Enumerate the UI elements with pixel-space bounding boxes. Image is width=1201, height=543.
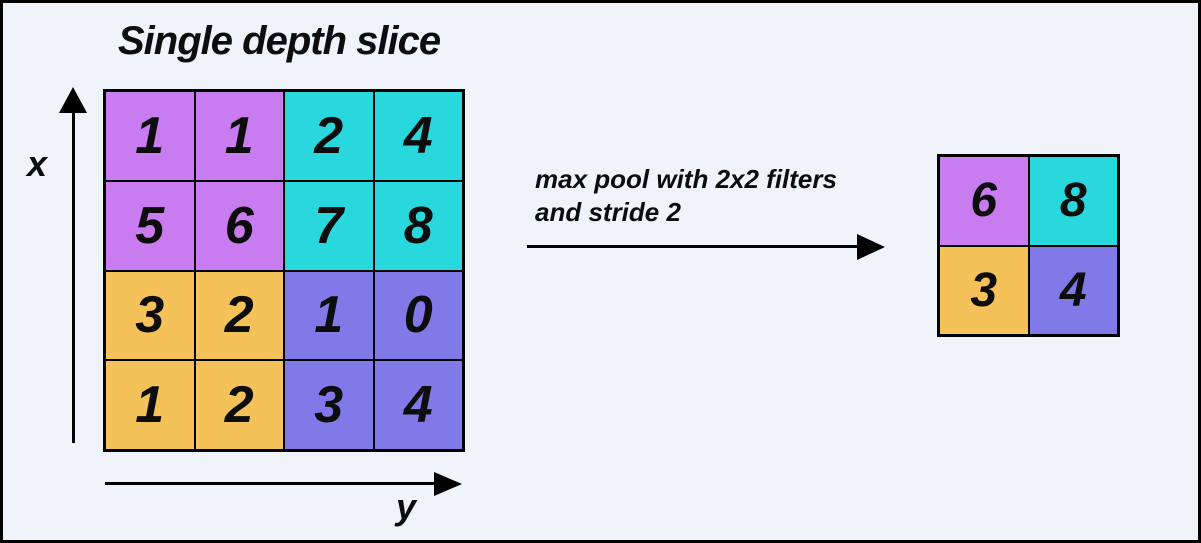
input-grid-cell: 2: [284, 91, 374, 181]
input-grid-cell: 6: [194, 180, 284, 271]
maxpool-arrow-line: [527, 245, 860, 248]
operation-label-line1: max pool with 2x2 filters: [535, 164, 837, 194]
output-grid-cell: 4: [1028, 245, 1118, 335]
input-grid-cell: 2: [194, 360, 284, 450]
input-grid-cell: 3: [284, 360, 374, 450]
x-axis-line: [72, 111, 75, 443]
input-grid-cell: 0: [373, 270, 463, 361]
output-grid-cell: 3: [939, 245, 1029, 335]
input-grid-cell: 1: [194, 91, 284, 181]
input-grid-cell: 7: [284, 180, 374, 271]
y-axis-arrowhead-icon: [434, 472, 462, 496]
input-grid-cell: 1: [105, 360, 195, 450]
input-grid-cell: 2: [194, 270, 284, 361]
diagram-title: Single depth slice: [118, 19, 441, 63]
output-grid: 6 8 3 4: [937, 154, 1120, 337]
input-grid-cell: 1: [284, 270, 374, 361]
input-grid-cell: 8: [373, 180, 463, 271]
y-axis-label: y: [396, 486, 417, 527]
maxpool-arrowhead-icon: [857, 234, 885, 260]
input-grid-cell: 4: [373, 360, 463, 450]
output-grid-cell: 8: [1028, 156, 1118, 246]
output-grid-cell: 6: [939, 156, 1029, 246]
x-axis-label: x: [27, 143, 48, 184]
x-axis-arrowhead-icon: [59, 87, 87, 113]
operation-label: max pool with 2x2 filters and stride 2: [535, 163, 837, 229]
input-grid-cell: 5: [105, 180, 195, 271]
operation-label-line2: and stride 2: [535, 197, 681, 227]
y-axis-line: [105, 482, 439, 485]
input-grid-cell: 3: [105, 270, 195, 361]
input-grid-cell: 4: [373, 91, 463, 181]
input-grid-cell: 1: [105, 91, 195, 181]
input-grid: 1 1 2 4 5 6 7 8 3 2 1 0 1 2 3 4: [103, 89, 465, 452]
